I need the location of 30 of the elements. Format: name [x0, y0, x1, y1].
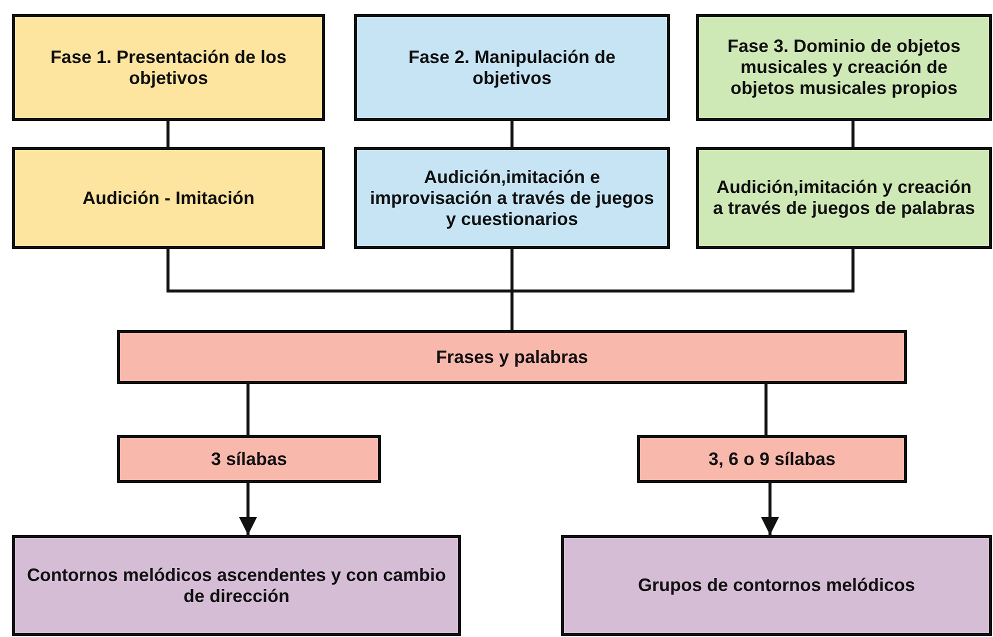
- process-box: [12, 147, 325, 249]
- process-box: [12, 14, 325, 121]
- connector-line: [246, 384, 250, 435]
- box-label: Fase 1. Presentación de los objetivos: [49, 46, 288, 88]
- process-box: [637, 435, 907, 483]
- process-box: [696, 147, 992, 249]
- box-label: Audición,imitación y creación a través de juegos de palabras: [712, 177, 976, 219]
- box-label: 3 sílabas: [210, 448, 288, 470]
- process-box: [696, 14, 992, 121]
- process-box: [561, 535, 992, 636]
- connector-line: [510, 121, 514, 147]
- process-box: [117, 435, 381, 483]
- box-label: 3, 6 o 9 sílabas: [708, 448, 836, 470]
- box-label: Fase 3. Dominio de objetos musicales y creación de objetos musicales propios: [726, 36, 962, 99]
- box-label: Fase 2. Manipulación de objetivos: [407, 46, 617, 88]
- connector-line: [510, 249, 854, 330]
- box-label: Grupos de contornos melódicos: [638, 575, 916, 596]
- connector-line: [166, 121, 170, 147]
- box-label: Audición - Imitación: [82, 188, 254, 208]
- connector-line: [852, 121, 854, 147]
- process-box: [12, 535, 461, 636]
- connector-line: [764, 384, 768, 435]
- box-label: Contornos melódicos ascendentes y con cambio de dirección: [26, 564, 448, 606]
- process-box: [354, 147, 670, 249]
- box-label: Frases y palabras: [436, 346, 588, 368]
- arrow: [761, 483, 779, 535]
- arrow: [239, 483, 257, 535]
- process-box: [354, 14, 670, 121]
- box-label: Audición,imitación e improvisación a través de juegos y cuestionarios: [368, 166, 656, 230]
- process-box: [117, 330, 907, 384]
